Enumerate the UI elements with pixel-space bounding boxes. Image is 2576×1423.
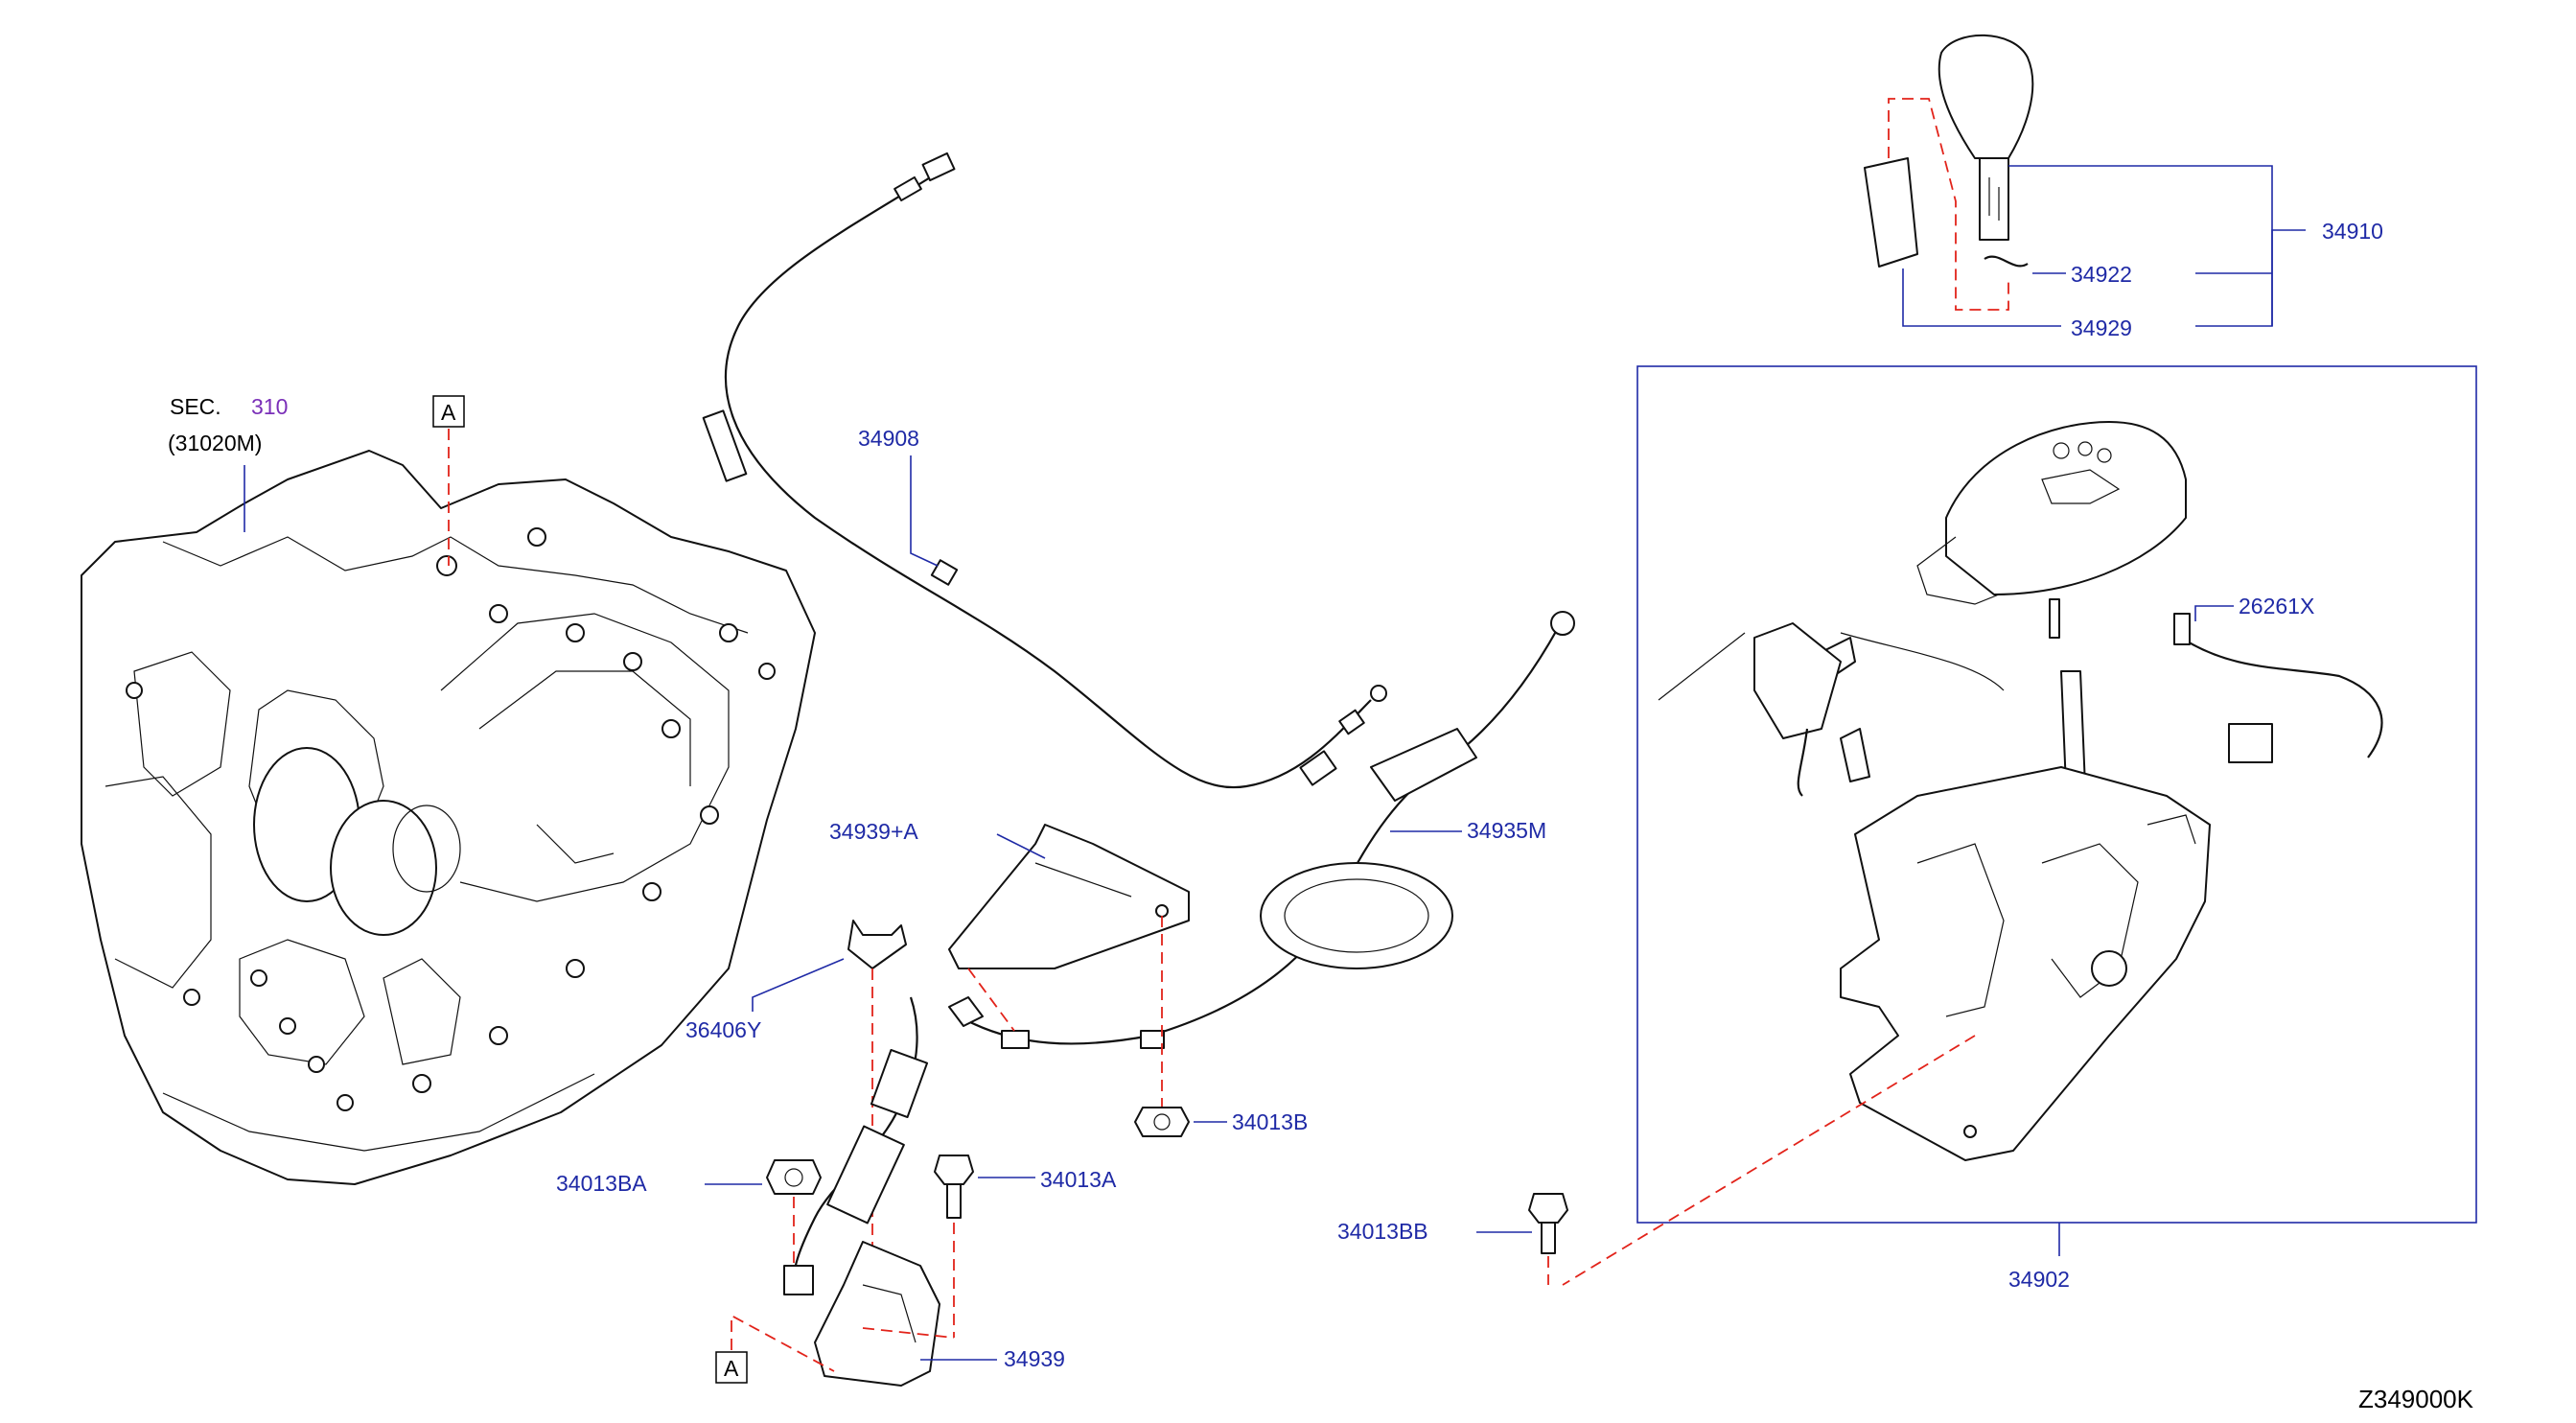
section-number[interactable]: 310 bbox=[251, 394, 288, 419]
section-prefix: SEC. bbox=[170, 394, 221, 419]
diagram-code: Z349000K bbox=[2358, 1385, 2474, 1413]
lever-unit bbox=[1658, 622, 2005, 797]
selector-base bbox=[1840, 670, 2211, 1161]
harness-26261X bbox=[2173, 613, 2383, 763]
leader-36406Y bbox=[752, 958, 845, 1012]
reference-marker-a-bottom: A bbox=[724, 1356, 739, 1381]
shift-knob-assembly bbox=[1864, 34, 2034, 268]
dash-34939 bbox=[862, 1327, 955, 1339]
section-part-number: (31020M) bbox=[168, 431, 262, 455]
leader-26261X bbox=[2194, 605, 2234, 621]
callout-34013A[interactable]: 34013A bbox=[1040, 1167, 1117, 1192]
transmission-assembly bbox=[81, 450, 816, 1185]
dash-ref-a-bottom bbox=[731, 1314, 835, 1372]
callout-36406Y[interactable]: 36406Y bbox=[685, 1017, 761, 1042]
shift-indicator-panel bbox=[1916, 421, 2187, 639]
callout-34013BA[interactable]: 34013BA bbox=[556, 1171, 647, 1196]
callout-34902[interactable]: 34902 bbox=[2008, 1267, 2070, 1292]
callout-34013BB[interactable]: 34013BB bbox=[1337, 1219, 1428, 1244]
clip-36406Y bbox=[847, 920, 907, 969]
leader-34908 bbox=[910, 455, 939, 567]
bolt-34013A bbox=[934, 1155, 974, 1219]
callout-34910[interactable]: 34910 bbox=[2322, 219, 2383, 244]
callout-34922[interactable]: 34922 bbox=[2071, 262, 2132, 287]
cable-34908 bbox=[702, 152, 1387, 789]
control-device-frame bbox=[1636, 365, 2477, 1224]
nut-34013BA bbox=[766, 1159, 822, 1195]
callout-34939[interactable]: 34939 bbox=[1004, 1346, 1065, 1371]
reference-marker-a-top: A bbox=[441, 400, 456, 425]
dash-34929 bbox=[1888, 98, 2009, 311]
bolt-34013BB bbox=[1528, 1193, 1568, 1254]
nut-34013B bbox=[1134, 1107, 1190, 1137]
callout-34908[interactable]: 34908 bbox=[858, 426, 919, 451]
bracket-34939 bbox=[814, 1241, 940, 1387]
callout-26261X[interactable]: 26261X bbox=[2239, 594, 2314, 618]
shift-rod bbox=[783, 996, 929, 1295]
shift-cable-34935M bbox=[948, 611, 1575, 1049]
reference-box-a-bottom: A bbox=[715, 1351, 748, 1384]
leader-34910-top bbox=[2008, 165, 2273, 326]
leader-34939A bbox=[996, 833, 1046, 859]
bracket-34939A bbox=[948, 824, 1190, 969]
callout-34013B[interactable]: 34013B bbox=[1232, 1109, 1308, 1134]
leader-34910-bottom bbox=[2195, 229, 2306, 327]
callout-34939A[interactable]: 34939+A bbox=[829, 819, 918, 844]
callout-34929[interactable]: 34929 bbox=[2071, 315, 2132, 340]
dash-34939A bbox=[967, 968, 1015, 1032]
leader-34929 bbox=[1902, 268, 2061, 327]
dash-34013BB bbox=[1562, 1035, 1976, 1286]
reference-box-a-top: A bbox=[432, 395, 465, 428]
callout-34935M[interactable]: 34935M bbox=[1467, 818, 1546, 843]
